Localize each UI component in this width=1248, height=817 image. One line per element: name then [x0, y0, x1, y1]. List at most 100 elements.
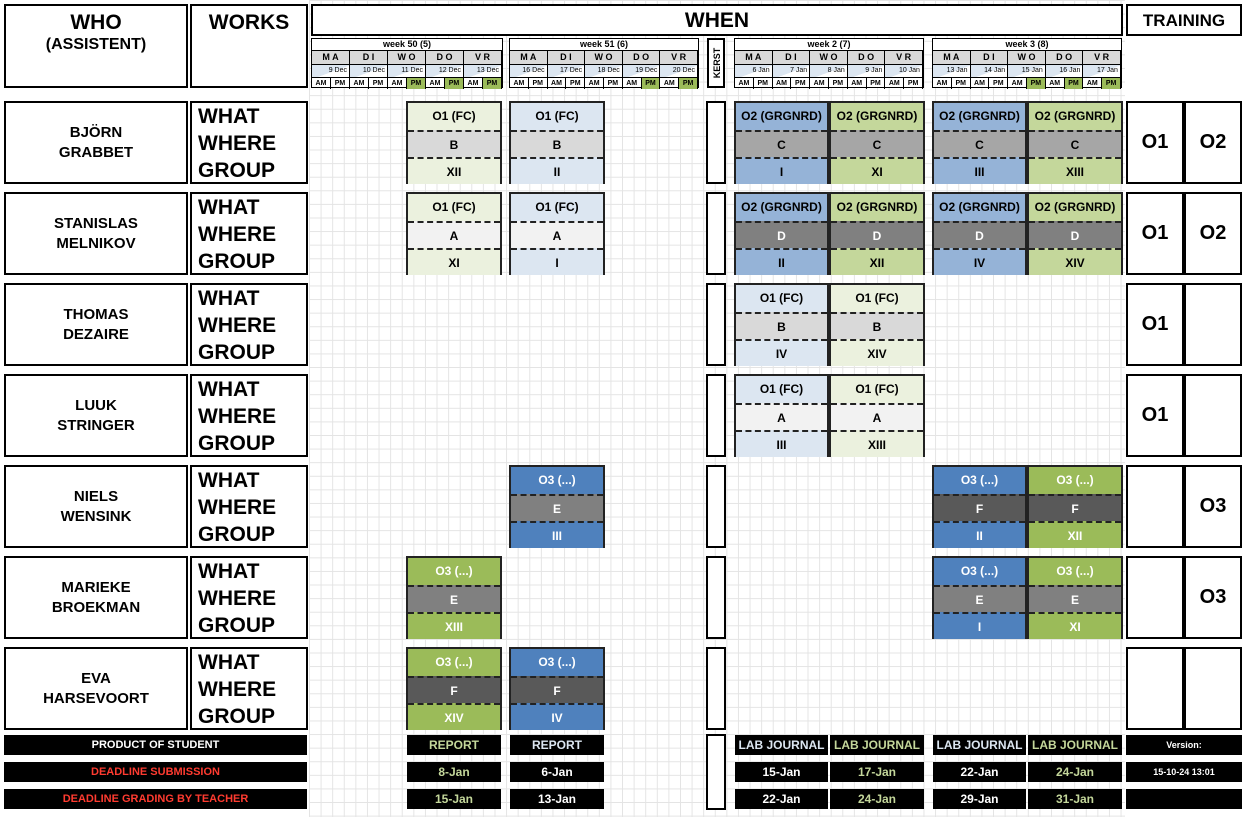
block-group: XIV	[1029, 248, 1121, 275]
pm-label: PM	[566, 78, 586, 89]
block-what: O2 (GRGNRD)	[831, 103, 923, 130]
pm-label: PM	[604, 78, 623, 89]
pm-label: PM	[529, 78, 548, 89]
assistant-first-name: MARIEKE	[61, 578, 131, 596]
block-where: D	[1029, 221, 1121, 248]
assistant-last-name: HARSEVOORT	[43, 689, 149, 707]
block-where: E	[511, 494, 603, 521]
block-group: XIV	[408, 703, 500, 730]
am-label: AM	[312, 78, 331, 89]
pm-label: PM	[369, 78, 388, 89]
block-where: E	[408, 585, 500, 612]
pm-label: PM	[445, 78, 464, 89]
footer-value: 22-Jan	[735, 789, 828, 809]
block-group: II	[934, 521, 1025, 548]
pm-label: PM	[331, 78, 350, 89]
training-cell: O1	[1126, 283, 1184, 366]
footer-value: 15-Jan	[407, 789, 501, 809]
assistant-first-name: EVA	[81, 669, 111, 687]
date-label: 10 Jan	[885, 65, 923, 77]
pm-label: PM	[829, 78, 848, 89]
version-blank	[1126, 789, 1242, 809]
block-group: I	[736, 157, 827, 184]
pm-label: PM	[407, 78, 426, 89]
block-where: A	[736, 403, 827, 430]
assistant-last-name: DEZAIRE	[63, 325, 129, 343]
works-label: WHAT	[198, 196, 260, 219]
block-where: D	[934, 221, 1025, 248]
am-label: AM	[933, 78, 952, 89]
block-what: O3 (...)	[934, 558, 1025, 585]
block-what: O1 (FC)	[408, 103, 500, 130]
day-label: W O	[388, 51, 426, 64]
block-what: O1 (FC)	[511, 103, 603, 130]
week-title: week 3 (8)	[933, 39, 1121, 51]
training-cell: O2	[1184, 101, 1242, 184]
date-label: 16 Jan	[1045, 65, 1084, 77]
block-what: O3 (...)	[408, 558, 500, 585]
day-label: D O	[1045, 51, 1084, 64]
block-where: A	[511, 221, 603, 248]
when-title: WHEN	[684, 9, 750, 32]
kerst-header: KERST	[707, 38, 725, 88]
assistant-last-name: GRABBET	[58, 143, 134, 161]
block-group: III	[934, 157, 1025, 184]
block-what: O1 (FC)	[511, 194, 603, 221]
block-group: XI	[831, 157, 923, 184]
day-label: M A	[312, 51, 350, 64]
assistant-last-name: WENSINK	[60, 507, 132, 525]
block-what: O1 (FC)	[736, 285, 827, 312]
block-where: D	[736, 221, 827, 248]
block-what: O3 (...)	[408, 649, 500, 676]
day-label: D I	[547, 51, 586, 64]
block-what: O2 (GRGNRD)	[934, 194, 1025, 221]
block-group: XI	[1029, 612, 1121, 639]
block-what: O1 (FC)	[831, 285, 923, 312]
footer-label: PRODUCT OF STUDENT	[4, 735, 307, 755]
am-label: AM	[1083, 78, 1103, 89]
block-where: D	[831, 221, 923, 248]
block-where: F	[408, 676, 500, 703]
works-label: WHERE	[198, 132, 277, 155]
assistant-last-name: STRINGER	[57, 416, 135, 434]
date-label: 13 Dec	[464, 65, 502, 77]
day-label: W O	[585, 51, 623, 64]
who-subtitle: (ASSISTENT)	[45, 36, 147, 53]
footer-value: LAB JOURNAL	[1028, 735, 1122, 755]
works-label: WHAT	[198, 287, 260, 310]
pm-label: PM	[1026, 78, 1046, 89]
block-group: XII	[1029, 521, 1121, 548]
